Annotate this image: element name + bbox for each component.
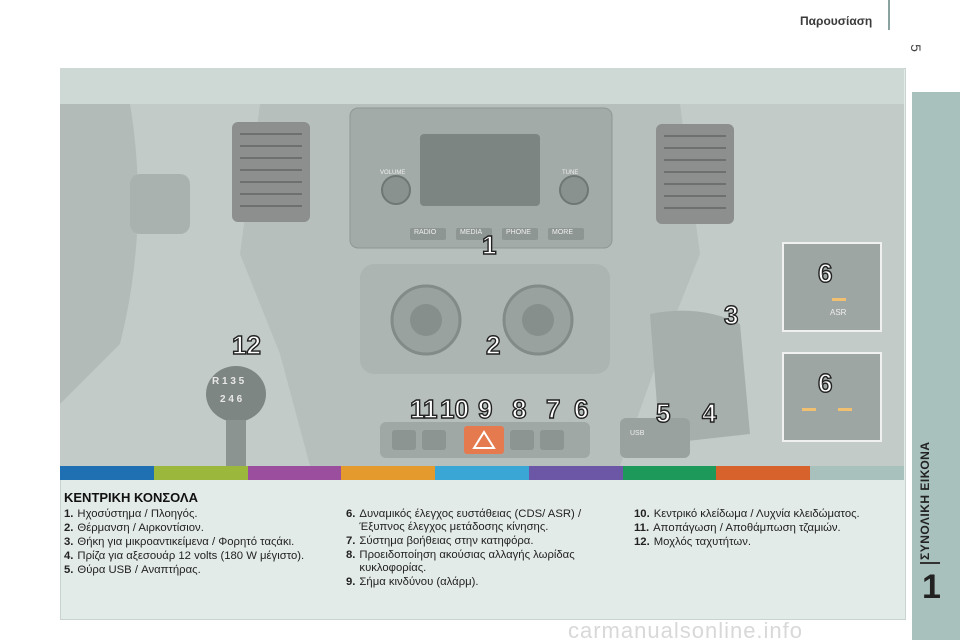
item-number: 12. (634, 536, 650, 548)
item-number: 1. (64, 508, 74, 520)
item-number: 6. (346, 508, 356, 520)
knob-label: TUNE (562, 170, 579, 176)
item-text: Σύστημα βοήθειας στην κατηφόρα. (359, 535, 534, 547)
item-text: Θήκη για μικροαντικείμενα / Φορητό ταςάκ… (77, 536, 295, 548)
callout-4: 4 (701, 397, 717, 428)
section-title: ΚΕΝΤΡΙΚΗ ΚΟΝΣΟΛΑ (64, 490, 198, 505)
color-bar-segment (247, 466, 342, 480)
color-bar-segment (435, 466, 529, 480)
legend-item: 4.Πρίζα για αξεσουάρ 12 volts (180 W μέγ… (64, 550, 314, 563)
legend-item: 8.Προειδοποίηση ακούσιας αλλαγής λωρίδας… (346, 549, 602, 575)
color-bar-segment (341, 466, 436, 480)
callout-7: 7 (545, 393, 561, 424)
callout-12: 12 (231, 329, 261, 360)
callout-8: 8 (511, 393, 527, 424)
callout-9: 9 (477, 393, 493, 424)
legend-item: 7.Σύστημα βοήθειας στην κατηφόρα. (346, 535, 602, 548)
dashboard-illustration (60, 104, 904, 466)
item-text: Πρίζα για αξεσουάρ 12 volts (180 W μέγισ… (77, 550, 305, 562)
legend-item: 1.Ηχοσύστημα / Πλοηγός. (64, 508, 314, 521)
gear-pattern-label: 2 4 6 (220, 394, 243, 405)
legend-item: 12.Μοχλός ταχυτήτων. (634, 536, 896, 549)
item-number: 2. (64, 522, 74, 534)
side-tab-rule (920, 562, 940, 564)
knob-label: VOLUME (380, 170, 406, 176)
detail-inset-hill-descent (782, 352, 882, 442)
color-bar-segment (60, 466, 154, 480)
callout-10: 10 (439, 393, 469, 424)
page-number: 5 (907, 44, 924, 52)
legend-item: 6.Δυναμικός έλεγχος ευστάθειας (CDS/ ASR… (346, 508, 602, 534)
radio-button-label: RADIO (414, 229, 437, 236)
dashboard-figure: RADIO MEDIA PHONE MORE VOLUME TUNE R 1 3… (60, 104, 904, 466)
radio-button-label: MEDIA (460, 229, 483, 236)
color-bar-segment (810, 466, 905, 480)
header-rule (888, 0, 890, 30)
item-number: 7. (346, 535, 356, 547)
item-number: 10. (634, 508, 650, 520)
callout-6b: 6 (817, 367, 833, 398)
panel-header-band (60, 68, 904, 104)
item-text: Κεντρικό κλείδωμα / Λυχνία κλειδώματος. (653, 508, 860, 520)
callout-2: 2 (485, 329, 501, 360)
legend-item: 5.Θύρα USB / Αναπτήρας. (64, 564, 314, 577)
item-text: Θύρα USB / Αναπτήρας. (77, 564, 201, 576)
item-text: Σήμα κινδύνου (αλάρμ). (359, 576, 479, 588)
detail-inset-asr: ASR (782, 242, 882, 332)
legend-item: 2.Θέρμανση / Αιρκοντίσιον. (64, 522, 314, 535)
item-text: Δυναμικός έλεγχος ευστάθειας (CDS/ ASR) … (359, 508, 582, 533)
item-number: 11. (634, 522, 650, 534)
chapter-number: 1 (922, 568, 941, 606)
callout-11: 11 (409, 393, 438, 424)
item-text: Θέρμανση / Αιρκοντίσιον. (77, 522, 204, 534)
legend-column-1: 1.Ηχοσύστημα / Πλοηγός. 2.Θέρμανση / Αιρ… (64, 508, 314, 578)
asr-label: ASR (830, 308, 847, 317)
color-bar-segment (716, 466, 811, 480)
color-bar-segment (153, 466, 248, 480)
section-color-bar (60, 466, 905, 480)
watermark: carmanualsonline.info (568, 618, 804, 643)
radio-button-label: PHONE (506, 229, 531, 236)
indicator-light (802, 408, 816, 411)
legend-item: 11.Απoπάγωση / Αποθάμπωση τζαμιών. (634, 522, 896, 535)
item-text: Ηχοσύστημα / Πλοηγός. (77, 508, 198, 520)
radio-button-label: MORE (552, 229, 573, 236)
item-number: 9. (346, 576, 356, 588)
item-number: 3. (64, 536, 74, 548)
callout-3: 3 (723, 299, 739, 330)
gear-pattern-label: R 1 3 5 (212, 376, 245, 387)
header-title: Παρουσίαση (800, 14, 873, 28)
callout-6a: 6 (817, 257, 833, 288)
indicator-light (832, 298, 846, 301)
color-bar-segment (528, 466, 623, 480)
chapter-side-tab (912, 92, 960, 640)
callout-6c: 6 (573, 393, 589, 424)
item-number: 8. (346, 549, 356, 561)
item-number: 4. (64, 550, 74, 562)
indicator-light (838, 408, 852, 411)
item-text: Προειδοποίηση ακούσιας αλλαγής λωρίδας κ… (359, 549, 575, 574)
legend-column-2: 6.Δυναμικός έλεγχος ευστάθειας (CDS/ ASR… (346, 508, 602, 590)
color-bar-segment (622, 466, 717, 480)
legend-item: 3.Θήκη για μικροαντικείμενα / Φορητό τας… (64, 536, 314, 549)
legend-item: 9.Σήμα κινδύνου (αλάρμ). (346, 576, 602, 589)
item-text: Μοχλός ταχυτήτων. (653, 536, 751, 548)
callout-1: 1 (481, 229, 497, 260)
item-text: Απoπάγωση / Αποθάμπωση τζαμιών. (653, 522, 841, 534)
chapter-tab-label: ΣΥΝΟΛΙΚΗ ΕΙΚΟΝΑ (918, 441, 932, 560)
callout-5: 5 (655, 397, 671, 428)
usb-label: USB (630, 430, 645, 437)
legend-column-3: 10.Κεντρικό κλείδωμα / Λυχνία κλειδώματο… (634, 508, 896, 550)
item-number: 5. (64, 564, 74, 576)
legend-item: 10.Κεντρικό κλείδωμα / Λυχνία κλειδώματο… (634, 508, 896, 521)
